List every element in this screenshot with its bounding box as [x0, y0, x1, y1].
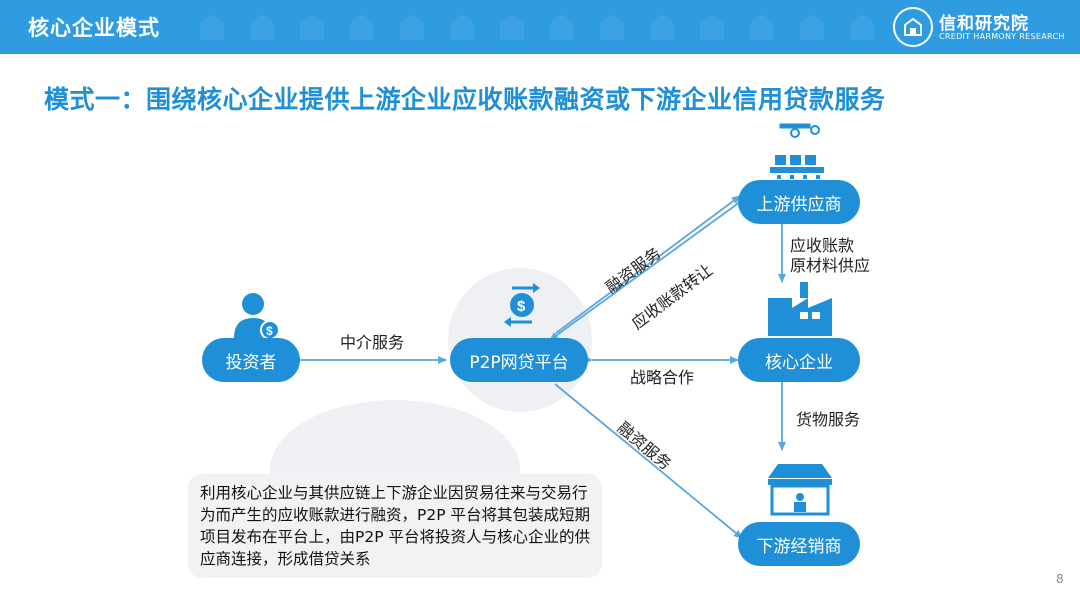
investor-icon: $ — [234, 293, 280, 340]
logo-seal-icon — [893, 7, 933, 47]
node-upstream-supplier: 上游供应商 — [738, 180, 860, 224]
shop-icon — [768, 464, 832, 516]
svg-text:$: $ — [266, 324, 273, 338]
brand-logo: 信和研究院 CREDIT HARMONY RESEARCH — [893, 7, 1073, 49]
production-line-icon — [770, 123, 824, 179]
edge-upstream-platform — [549, 201, 741, 341]
edge-platform-upstream — [555, 195, 741, 334]
label-raw-material: 原材料供应 — [790, 256, 871, 275]
header-house-pattern — [200, 14, 874, 40]
money-exchange-icon: $ — [504, 283, 540, 327]
label-goods: 货物服务 — [796, 410, 861, 429]
node-core-enterprise: 核心企业 — [738, 338, 860, 382]
factory-icon — [768, 282, 832, 336]
label-strategic: 战略合作 — [630, 368, 695, 387]
page-number: 8 — [1056, 572, 1064, 586]
logo-name-en: CREDIT HARMONY RESEARCH — [939, 32, 1065, 41]
svg-text:$: $ — [517, 298, 526, 315]
label-intermediary: 中介服务 — [340, 333, 405, 352]
description-box: 利用核心企业与其供应链上下游企业因贸易往来与交易行为而产生的应收账款进行融资，P… — [188, 474, 602, 578]
label-receivable: 应收账款 — [790, 236, 855, 255]
node-investor: 投资者 — [202, 338, 300, 382]
edge-platform-downstream — [554, 383, 743, 539]
node-downstream-dealer: 下游经销商 — [738, 522, 860, 566]
logo-name-cn: 信和研究院 — [939, 14, 1029, 34]
slide-title: 模式一：围绕核心企业提供上游企业应收账款融资或下游企业信用贷款服务 — [44, 85, 886, 114]
node-p2p-platform: P2P网贷平台 — [450, 338, 588, 382]
header-title: 核心企业模式 — [28, 16, 160, 40]
header-bar: 核心企业模式 信和研究院 CREDIT HARMONY RESEARCH — [0, 0, 1080, 54]
